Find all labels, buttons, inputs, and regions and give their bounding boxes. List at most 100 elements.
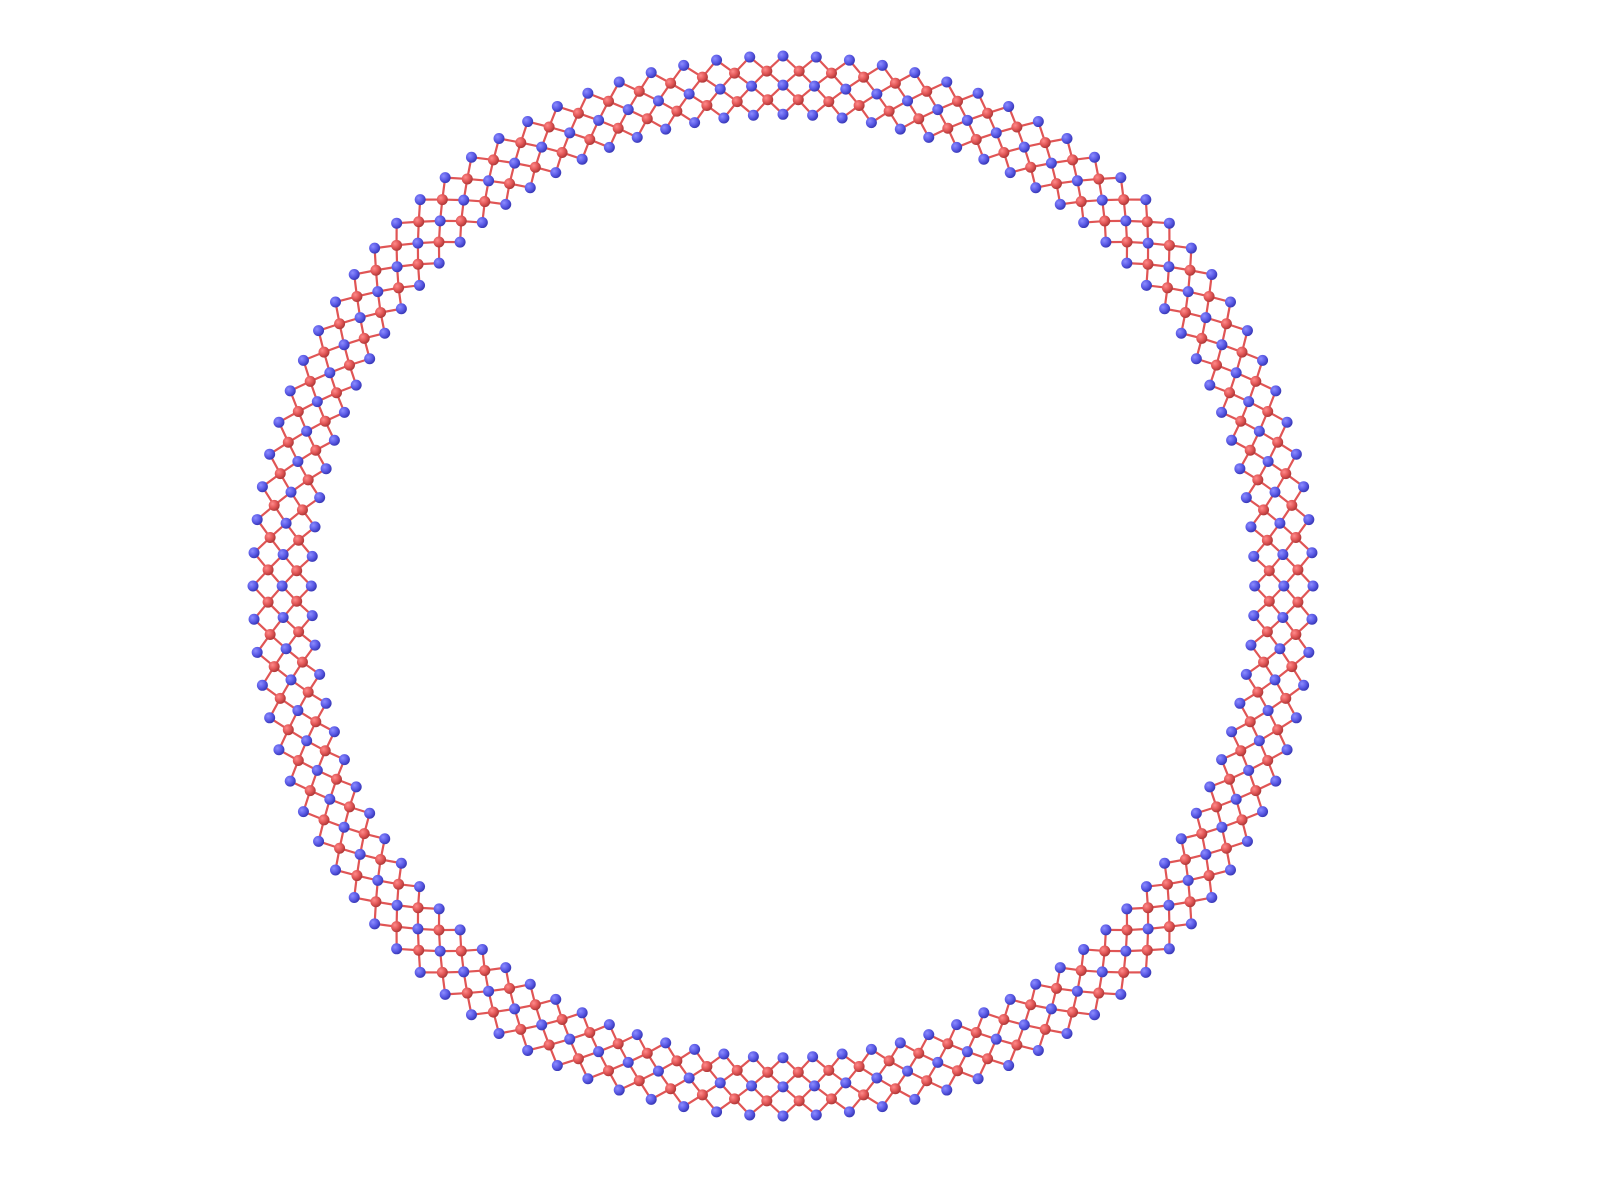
red-atom — [264, 532, 276, 544]
blue-atom — [313, 835, 325, 847]
red-atom — [913, 1047, 925, 1059]
blue-atom — [1230, 367, 1242, 379]
blue-atom — [1216, 406, 1228, 418]
red-atom — [504, 982, 516, 994]
red-atom — [370, 896, 382, 908]
blue-atom — [631, 1029, 643, 1041]
blue-atom — [1248, 610, 1260, 622]
blue-atom — [1226, 434, 1238, 446]
blue-atom — [306, 550, 318, 562]
red-atom — [1075, 196, 1087, 208]
blue-atom — [277, 611, 289, 623]
blue-atom — [301, 425, 313, 437]
blue-atom — [810, 1109, 822, 1121]
red-atom — [998, 146, 1010, 158]
red-atom — [319, 415, 331, 427]
blue-atom — [395, 303, 407, 315]
red-atom — [603, 95, 614, 107]
red-atom — [334, 318, 346, 330]
atoms-layer — [247, 50, 1319, 1122]
blue-atom — [622, 1056, 634, 1068]
blue-atom — [1163, 899, 1175, 911]
blue-atom — [465, 1009, 477, 1021]
blue-atom — [576, 1007, 588, 1019]
blue-atom — [582, 1073, 594, 1085]
red-atom — [1025, 999, 1037, 1011]
red-atom — [293, 626, 305, 638]
blue-atom — [652, 95, 664, 107]
blue-atom — [678, 1101, 690, 1113]
blue-atom — [1032, 116, 1044, 128]
blue-atom — [1240, 668, 1252, 680]
blue-atom — [1290, 712, 1302, 724]
blue-atom — [1241, 325, 1253, 337]
blue-atom — [843, 54, 855, 66]
blue-atom — [311, 396, 323, 408]
blue-atom — [354, 848, 366, 860]
blue-atom — [1032, 1044, 1044, 1056]
red-atom — [391, 921, 403, 933]
blue-atom — [923, 1029, 935, 1041]
blue-atom — [256, 481, 268, 493]
red-atom — [696, 1089, 708, 1101]
blue-atom — [379, 327, 391, 339]
blue-atom — [1096, 194, 1108, 206]
blue-atom — [414, 966, 426, 978]
blue-atom — [683, 1072, 695, 1084]
red-atom — [1252, 686, 1264, 698]
red-atom — [1224, 773, 1236, 785]
blue-atom — [454, 236, 466, 248]
blue-atom — [1061, 1027, 1073, 1039]
red-atom — [1235, 415, 1247, 427]
red-atom — [455, 945, 467, 957]
blue-atom — [297, 354, 309, 366]
red-atom — [318, 814, 330, 826]
blue-atom — [1030, 978, 1042, 990]
blue-atom — [1270, 385, 1282, 397]
blue-atom — [285, 486, 297, 498]
blue-atom — [439, 988, 451, 1000]
blue-atom — [714, 1077, 726, 1089]
red-atom — [982, 107, 994, 119]
red-atom — [310, 716, 322, 728]
blue-atom — [1245, 639, 1257, 651]
blue-atom — [551, 100, 563, 112]
blue-atom — [1257, 806, 1269, 818]
blue-atom — [330, 864, 342, 876]
blue-atom — [902, 95, 914, 107]
red-atom — [1196, 828, 1208, 840]
blue-atom — [652, 1065, 664, 1077]
red-atom — [671, 105, 683, 117]
red-atom — [1262, 406, 1274, 417]
blue-atom — [412, 237, 424, 249]
blue-atom — [1175, 833, 1187, 845]
blue-atom — [746, 1080, 758, 1092]
blue-atom — [1253, 425, 1265, 437]
red-atom — [433, 236, 445, 248]
blue-atom — [476, 943, 488, 955]
blue-atom — [1185, 242, 1197, 254]
blue-atom — [894, 123, 906, 135]
blue-atom — [689, 117, 701, 129]
red-atom — [1203, 870, 1215, 882]
red-atom — [1272, 436, 1284, 448]
blue-atom — [1078, 217, 1090, 229]
red-atom — [889, 1083, 901, 1095]
blue-atom — [978, 1007, 990, 1019]
blue-atom — [1206, 268, 1218, 280]
blue-atom — [395, 857, 407, 869]
red-atom — [1236, 346, 1248, 358]
red-atom — [391, 239, 403, 251]
blue-atom — [1224, 296, 1236, 308]
red-atom — [529, 161, 541, 173]
blue-atom — [311, 764, 323, 776]
blue-atom — [1190, 353, 1202, 365]
red-atom — [515, 1023, 527, 1035]
blue-atom — [660, 1037, 672, 1049]
blue-atom — [1290, 448, 1302, 460]
red-atom — [1211, 801, 1223, 813]
blue-atom — [777, 1081, 789, 1093]
red-atom — [793, 65, 805, 77]
